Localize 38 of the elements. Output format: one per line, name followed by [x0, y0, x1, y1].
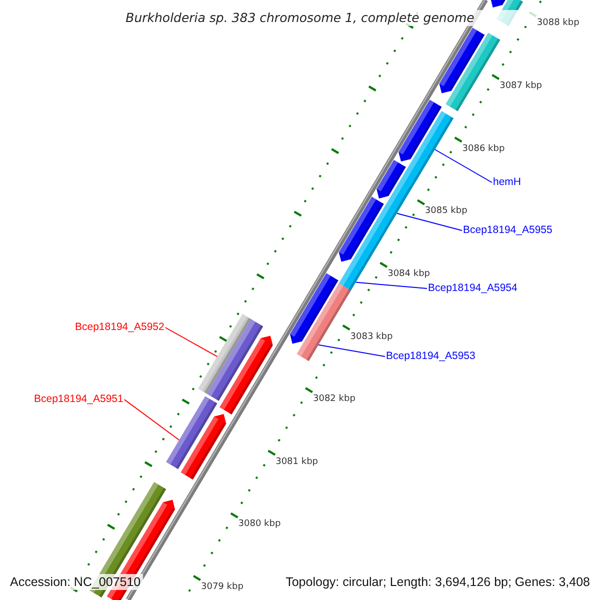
gene-feature	[446, 32, 500, 112]
gene-feature	[296, 283, 351, 362]
leader-line	[164, 327, 218, 358]
gene-label: hemH	[493, 176, 522, 189]
gene-feature	[490, 0, 506, 8]
gene-feature	[398, 100, 442, 162]
gene-feature	[338, 196, 384, 262]
info-text: Topology: circular; Length: 3,694,126 bp; Genes: 3,408	[284, 574, 592, 590]
leader-line	[396, 212, 462, 231]
scale-label: 3085 kbp	[424, 206, 468, 216]
gene-label: Bcep18194_A5954	[428, 282, 518, 295]
gene-label: Bcep18194_A5951	[34, 393, 124, 406]
gene-feature	[382, 168, 420, 216]
info-text: Accession: NC_007510	[8, 574, 143, 590]
gene-feature	[220, 336, 273, 414]
scale-label: 3086 kbp	[462, 144, 505, 154]
scale-label: 3083 kbp	[350, 332, 393, 342]
gene-feature	[376, 160, 406, 198]
scale-label: 3079 kbp	[201, 582, 244, 592]
scale-label: 3087 kbp	[500, 81, 542, 91]
scale-label: 3081 kbp	[276, 456, 318, 467]
scale-label: 3082 kbp	[313, 394, 356, 404]
leader-line	[124, 399, 180, 440]
gene-feature	[206, 319, 264, 401]
gene-feature	[166, 396, 218, 470]
scale-label: 3080 kbp	[238, 519, 281, 530]
scale-label: 3088 kbp	[536, 18, 580, 28]
gene-label: Bcep18194_A5953	[386, 350, 476, 363]
gene-feature	[198, 314, 252, 394]
leader-line	[434, 149, 492, 183]
gene-label: Bcep18194_A5955	[463, 224, 552, 237]
gene-feature	[290, 273, 338, 344]
gene-label: Bcep18194_A5952	[75, 321, 164, 334]
leader-line	[318, 344, 386, 357]
gene-feature	[439, 28, 485, 94]
scale-label: 3084 kbp	[388, 268, 430, 279]
leader-line	[355, 282, 428, 289]
gene-feature	[180, 414, 226, 480]
